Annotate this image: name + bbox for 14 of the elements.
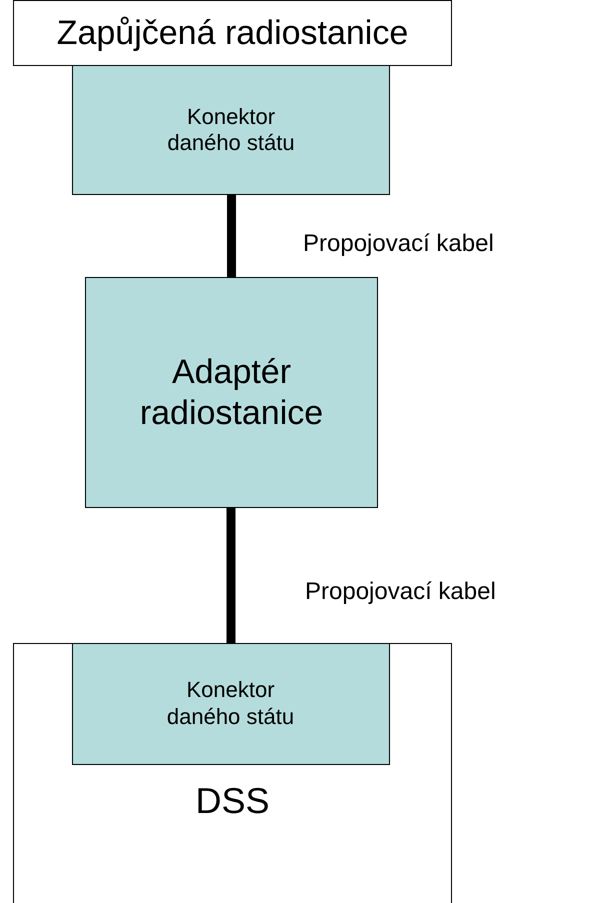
box-label: Konektor daného státu — [166, 677, 296, 730]
box-label: Zapůjčená radiostanice — [56, 12, 408, 54]
cable-line — [227, 195, 236, 277]
device-box — [13, 643, 452, 903]
component-box — [72, 642, 390, 764]
box-label: Adaptér radiostanice — [138, 352, 324, 434]
box-label: DSS — [194, 779, 271, 822]
edge-label: Propojovací kabel — [303, 230, 494, 258]
component-box — [85, 277, 378, 508]
cable-line — [226, 508, 236, 643]
component-box — [72, 65, 390, 195]
device-box — [13, 0, 452, 66]
edge-label: Propojovací kabel — [305, 578, 496, 606]
box-label: Konektor daného státu — [166, 104, 296, 156]
